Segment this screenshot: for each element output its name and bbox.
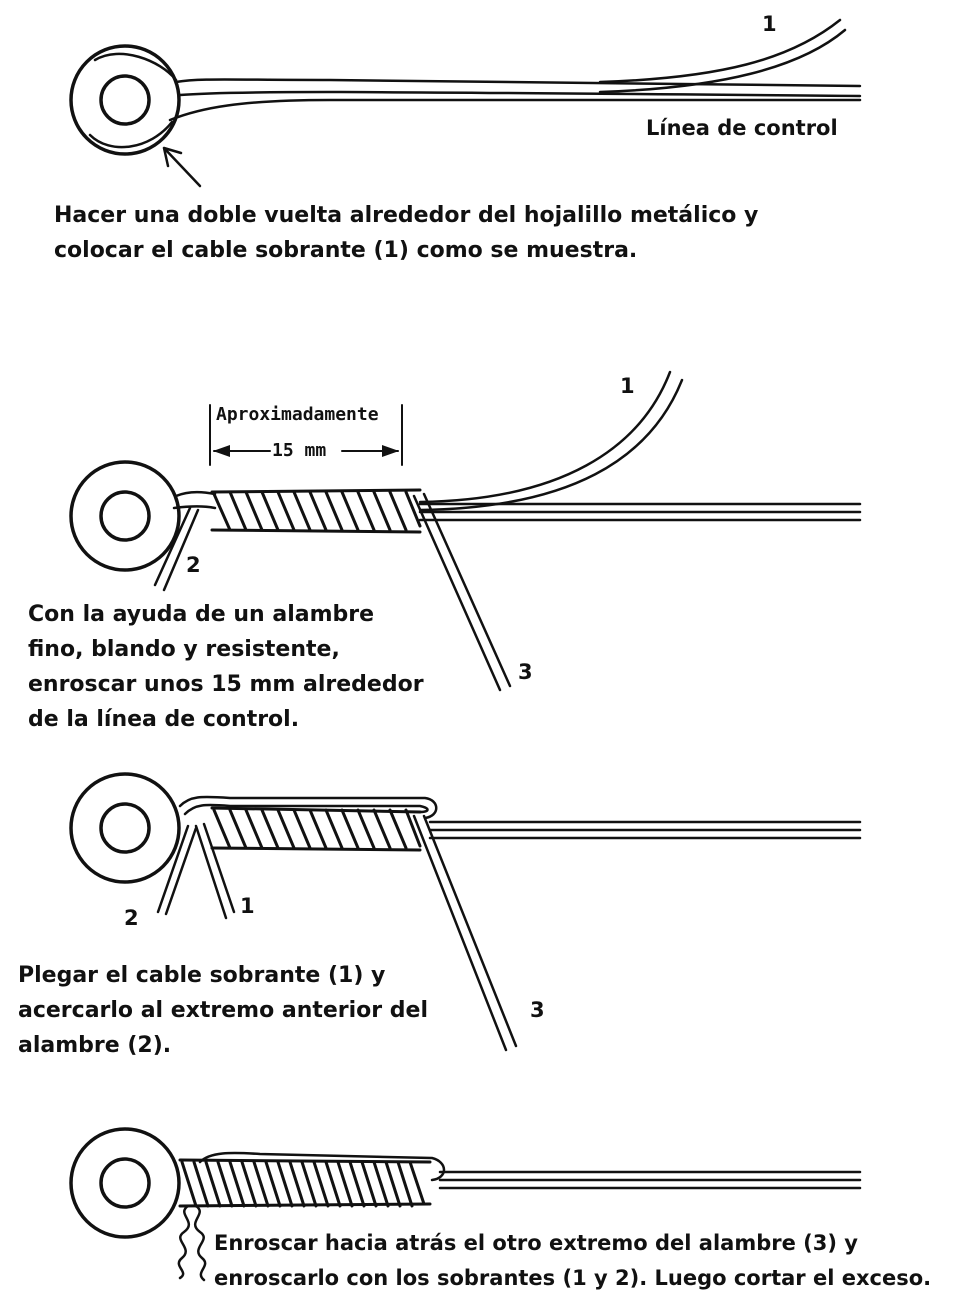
- eyelet-outer: [69, 44, 181, 156]
- control-line: [428, 820, 862, 840]
- line-to-eyelet: [172, 490, 217, 510]
- step-2-caption: Con la ayuda de un alambre fino, blando …: [28, 602, 424, 732]
- eyelet-hole: [99, 74, 151, 126]
- step-3-caption: Plegar el cable sobrante (1) y acercarlo…: [18, 963, 429, 1058]
- surplus-cable-1: [598, 18, 847, 94]
- pointer-arrow: [162, 146, 202, 188]
- label-surplus-1: 1: [240, 894, 255, 918]
- dimension-marker: [209, 404, 403, 466]
- wire-coil: [178, 1158, 432, 1208]
- dimension-approx-label: Aproximadamente: [216, 404, 379, 426]
- dimension-value-label: 15 mm: [272, 440, 327, 462]
- step-1-caption: Hacer una doble vuelta alrededor del hoj…: [54, 203, 759, 263]
- wire-coil: [210, 488, 422, 534]
- wire-end-3: [412, 814, 518, 1052]
- wire-end-2: [156, 824, 198, 916]
- surplus-cable-1: [418, 370, 684, 512]
- folded-cable: [198, 1151, 446, 1182]
- label-surplus-1: 1: [620, 374, 635, 398]
- label-wire-end-2: 2: [186, 553, 201, 577]
- label-wire-end-2: 2: [124, 906, 139, 930]
- cable-loop: [88, 52, 178, 149]
- eyelet-outer: [69, 1127, 181, 1239]
- step-1-illustration: [69, 18, 862, 188]
- label-surplus-1: 1: [762, 12, 777, 36]
- surplus-end-1: [194, 822, 236, 920]
- eyelet-outer: [69, 772, 181, 884]
- eyelet-hole: [99, 802, 151, 854]
- label-wire-end-3: 3: [530, 998, 545, 1022]
- step-2-illustration: [69, 370, 862, 692]
- twisted-tail: [177, 1204, 207, 1282]
- label-control-line: Línea de control: [646, 116, 838, 140]
- step-3-illustration: [69, 772, 862, 1052]
- label-wire-end-3: 3: [518, 660, 533, 684]
- folded-cable-1: [178, 795, 438, 820]
- step-4-illustration: [69, 1127, 862, 1282]
- wire-end-3: [412, 492, 512, 692]
- wire-end-2: [153, 506, 200, 592]
- control-line: [168, 78, 862, 122]
- control-line: [438, 1170, 862, 1190]
- wire-coil: [210, 806, 422, 852]
- eyelet-hole: [99, 1157, 151, 1209]
- eyelet-outer: [69, 460, 181, 572]
- eyelet-hole: [99, 490, 151, 542]
- step-4-caption: Enroscar hacia atrás el otro extremo del…: [214, 1231, 932, 1290]
